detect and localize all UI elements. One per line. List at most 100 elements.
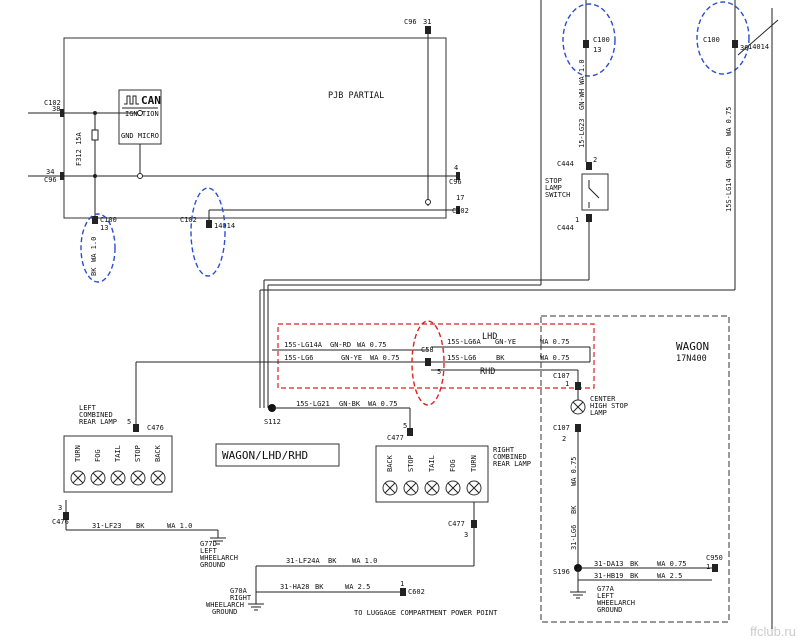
mw2-color: GN-YE	[341, 354, 362, 362]
rhd-label: RHD	[480, 367, 495, 377]
highlight-c100b	[696, 1, 750, 75]
config-label: WAGON/LHD/RHD	[222, 449, 308, 462]
c102b-label: C102	[452, 207, 469, 215]
left-bulb-icon-back	[150, 470, 166, 486]
hsl-l1: CENTER	[590, 395, 616, 403]
highlight-c58	[411, 320, 445, 406]
mw4-code: 15S-LG6	[447, 354, 477, 362]
luggage-note: TO LUGGAGE COMPARTMENT POWER POINT	[354, 609, 498, 617]
switch-l2: LAMP	[545, 184, 562, 192]
left-bulb-icon-turn	[70, 470, 86, 486]
g77d-l2: WHEELARCH	[200, 554, 238, 562]
c950-pin: 1	[706, 563, 710, 571]
rw2-code: 31-HA28	[280, 583, 310, 591]
lw-code: 31-LF23	[92, 522, 122, 530]
c100-left-wire: WA 1.0	[90, 237, 98, 262]
wagon-wire-color: BK	[570, 505, 578, 514]
rw-gauge: WA 1.0	[352, 557, 377, 565]
mw2-code: 15S-LG6	[284, 354, 314, 362]
mw4-gauge: WA 0.75	[540, 354, 570, 362]
wire-gn-rd: GN-RD	[725, 147, 733, 168]
s112-label: S112	[264, 418, 281, 426]
rw2-gauge: WA 2.5	[345, 583, 370, 591]
mw1-code: 15S-LG14A	[284, 341, 323, 349]
lw-gauge: WA 1.0	[167, 522, 192, 530]
can-label: CAN	[141, 94, 161, 107]
g77a-l3: GROUND	[597, 606, 622, 614]
rw2-color: BK	[315, 583, 324, 591]
left-bulb-icon-fog	[90, 470, 106, 486]
c477b-pin: 3	[464, 531, 468, 539]
right-bulb-icon-fog	[445, 480, 461, 496]
right-bulb-label-stop: STOP	[407, 455, 415, 472]
ww2-gauge: WA 2.5	[657, 572, 682, 580]
c477-label: C477	[387, 434, 404, 442]
config-box	[215, 443, 340, 467]
right-bulb-icon-stop	[403, 480, 419, 496]
s196-label: S196	[553, 568, 570, 576]
c444a-pin: 2	[593, 156, 597, 164]
c100-left-pin: 13	[100, 224, 108, 232]
wire-gn-wh: GN-WH WA 1.0	[578, 59, 586, 110]
mw2-gauge: WA 0.75	[370, 354, 400, 362]
left-lamp-t3: REAR LAMP	[79, 418, 117, 426]
wire-lg23: 15-LG23	[578, 118, 586, 148]
lhd-label: LHD	[482, 332, 497, 342]
ww1-gauge: WA 0.75	[657, 560, 687, 568]
g77d-l1: LEFT	[200, 547, 218, 555]
c107a-pin: 1	[565, 380, 569, 388]
right-lamp-t3: REAR LAMP	[493, 460, 531, 468]
g77a-l2: WHEELARCH	[597, 599, 635, 607]
left-bulb-label-tail: TAIL	[114, 445, 122, 462]
rw-code: 31-LF24A	[286, 557, 321, 565]
fuse-label: F312 15A	[75, 131, 83, 166]
highlight-red-region	[277, 323, 595, 389]
right-bulb-label-back: BACK	[386, 454, 394, 472]
mw1-color: GN-RD	[330, 341, 351, 349]
c96-top-pin: 31	[423, 18, 431, 26]
right-lamp-box	[375, 445, 489, 503]
g77d-label: G77D	[200, 540, 217, 548]
g70a-l3: GROUND	[212, 608, 237, 616]
c96b-label: C96	[449, 178, 462, 186]
wire-wa075-right: WA 0.75	[725, 106, 733, 136]
mw5-color: GN-BK	[339, 400, 361, 408]
wagon-box	[540, 315, 730, 623]
c100-left-label: C100	[100, 216, 117, 224]
wagon-wire-gauge: WA 0.75	[570, 456, 578, 486]
c100-left-wire2: BK	[90, 267, 98, 276]
ww1-code: 31-DA13	[594, 560, 624, 568]
c476-label: C476	[147, 424, 164, 432]
c102-pin: 38	[52, 105, 60, 113]
c96b-pin: 4	[454, 164, 458, 172]
watermark: ffclub.ru	[749, 624, 796, 639]
pjb-title: PJB PARTIAL	[328, 91, 384, 101]
left-lamp-box	[63, 435, 173, 493]
right-bulb-label-turn: TURN	[470, 455, 478, 472]
c476-pin: 5	[127, 418, 131, 426]
right-bulb-icon-tail	[424, 480, 440, 496]
c102b-pin: 17	[456, 194, 464, 202]
pjb-box	[63, 37, 447, 219]
switch-icon	[588, 180, 600, 208]
g77a-l1: LEFT	[597, 592, 615, 600]
c100a-pin: 13	[593, 46, 601, 54]
left-lamp-t2: COMBINED	[79, 411, 113, 419]
wagon-wire-code: 31-LG6	[570, 525, 578, 550]
c476b-pin: 3	[58, 504, 62, 512]
left-lamp-t1: LEFT	[79, 404, 97, 412]
hsl-l2: HIGH STOP	[590, 402, 628, 410]
ww2-color: BK	[630, 572, 639, 580]
can-wave-icon	[124, 95, 139, 105]
switch-l3: SWITCH	[545, 191, 570, 199]
left-bulb-label-fog: FOG	[94, 449, 102, 462]
ww2-code: 31-HB19	[594, 572, 624, 580]
c96-left-label: C96	[44, 176, 57, 184]
hsl-l3: LAMP	[590, 409, 607, 417]
c602-label: C602	[408, 588, 425, 596]
c100b-num: 14014	[748, 43, 769, 51]
